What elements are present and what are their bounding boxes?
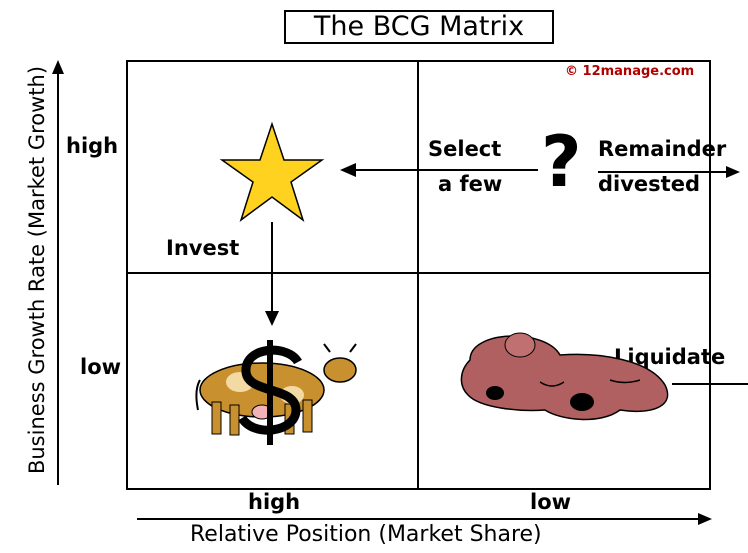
- x-axis-label: Relative Position (Market Share): [190, 522, 542, 547]
- divest-arrow: [598, 166, 740, 178]
- y-high-label: high: [66, 134, 119, 158]
- invest-text: Invest: [166, 236, 240, 260]
- dog-icon: [460, 332, 669, 421]
- remainder-text: Remainder: [598, 137, 727, 161]
- y-low-label: low: [80, 355, 122, 379]
- select-text: Select: [428, 137, 502, 161]
- a-few-text: a few: [438, 172, 503, 196]
- copyright-text: © 12manage.com: [565, 64, 695, 79]
- x-axis-arrow: [137, 513, 712, 525]
- dollar-sign-icon: [238, 340, 302, 445]
- divested-text: divested: [598, 172, 700, 196]
- x-low-label: low: [530, 490, 572, 514]
- x-high-label: high: [248, 490, 301, 514]
- select-arrow: [340, 163, 538, 177]
- question-mark-icon: ?: [541, 121, 582, 203]
- invest-arrow: [265, 222, 279, 326]
- y-axis-arrow: [52, 60, 64, 485]
- page-title: The BCG Matrix: [284, 10, 554, 44]
- star-icon: [219, 121, 325, 222]
